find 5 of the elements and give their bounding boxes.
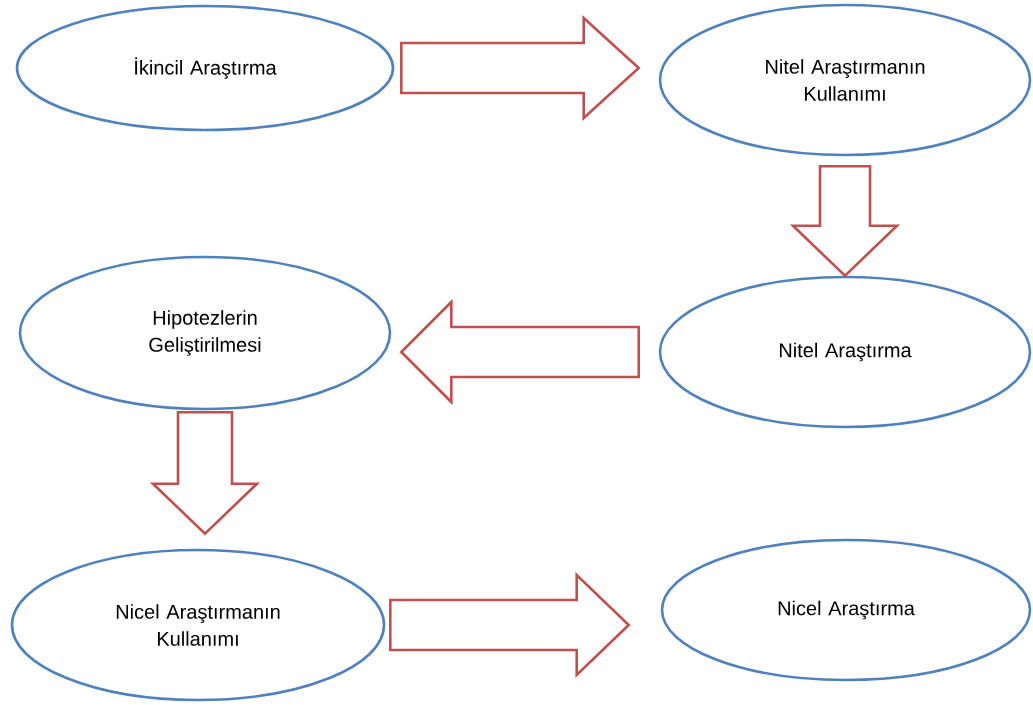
- block-arrow: [789, 165, 901, 278]
- block-arrow: [389, 571, 631, 679]
- block-arrow: [399, 298, 640, 406]
- block-arrow: [400, 15, 641, 121]
- block-arrow: [149, 411, 261, 536]
